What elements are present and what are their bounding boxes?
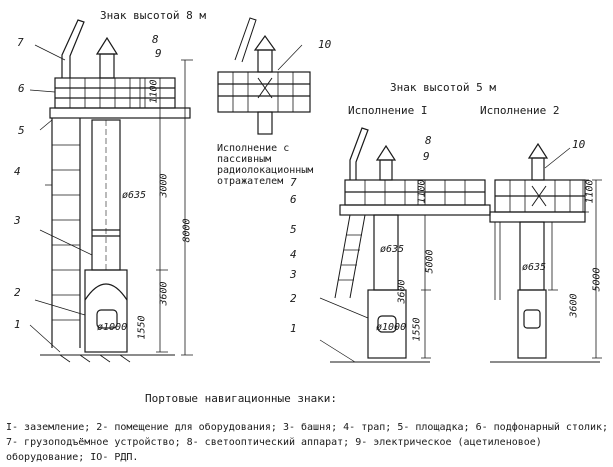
dim-1000-v1: ø1000 <box>376 322 407 333</box>
light-apparatus <box>99 53 115 79</box>
dim-1550: 1550 <box>136 315 148 340</box>
callout-1: 1 <box>14 318 21 331</box>
ladder <box>51 118 81 348</box>
legend-text: I- заземление; 2- помещение для оборудов… <box>6 422 609 463</box>
dim-1100: 1100 <box>148 79 160 104</box>
crane <box>61 19 85 78</box>
sign-5m-variant-1 <box>319 127 491 363</box>
callout-3-v1: 3 <box>290 268 297 281</box>
dim-8000: 8000 <box>181 218 193 243</box>
sign-5m-variant-2 <box>489 142 602 363</box>
dim-1100-v2: 1100 <box>584 179 596 204</box>
callout-2: 2 <box>14 286 21 299</box>
dim-5000-v2: 5000 <box>591 267 603 292</box>
dim-1550-v1: 1550 <box>411 317 423 342</box>
heading-8m: Знак высотой 8 м <box>100 9 206 22</box>
dim-5000-v1: 5000 <box>424 249 436 274</box>
callout-5: 5 <box>18 124 25 137</box>
heading-5m: Знак высотой 5 м <box>390 81 496 94</box>
sign-8m <box>29 19 193 363</box>
callout-9-v1: 9 <box>423 150 430 163</box>
dim-635-v2: ø635 <box>522 262 547 273</box>
callout-4: 4 <box>14 165 21 178</box>
callout-7: 7 <box>17 36 24 49</box>
callout-2-v1: 2 <box>290 292 297 305</box>
heading-variant-2: Исполнение 2 <box>480 104 560 117</box>
callout-4-v1: 4 <box>290 248 297 261</box>
equipment-room <box>84 269 128 353</box>
dim-3000: 3000 <box>158 173 170 198</box>
dim-635: ø635 <box>122 190 147 201</box>
callout-8-v1: 8 <box>425 134 432 147</box>
callout-8: 8 <box>152 33 159 46</box>
reflector-variant <box>217 17 311 135</box>
dim-1100-v1: 1100 <box>416 179 428 204</box>
callout-6-v1: 6 <box>290 193 297 206</box>
callout-3: 3 <box>14 214 21 227</box>
reflector-note: Исполнение с пассивным радиолокационным … <box>217 143 314 187</box>
callout-6: 6 <box>18 82 25 95</box>
figure-caption: Портовые навигационные знаки: <box>145 392 338 405</box>
callout-9: 9 <box>155 47 162 60</box>
dim-3600: 3600 <box>158 281 170 306</box>
dim-1000: ø1000 <box>97 322 128 333</box>
callout-1-v1: 1 <box>290 322 297 335</box>
dim-635-v1: ø635 <box>380 244 405 255</box>
callout-5-v1: 5 <box>290 223 297 236</box>
dim-3600-v1: 3600 <box>396 279 408 304</box>
dim-3600-v2: 3600 <box>568 293 580 318</box>
platform <box>49 107 191 119</box>
callout-10: 10 <box>318 38 332 51</box>
callout-7-v1: 7 <box>290 176 297 189</box>
callout-10-v2: 10 <box>572 138 586 151</box>
heading-variant-1: Исполнение I <box>348 104 428 117</box>
